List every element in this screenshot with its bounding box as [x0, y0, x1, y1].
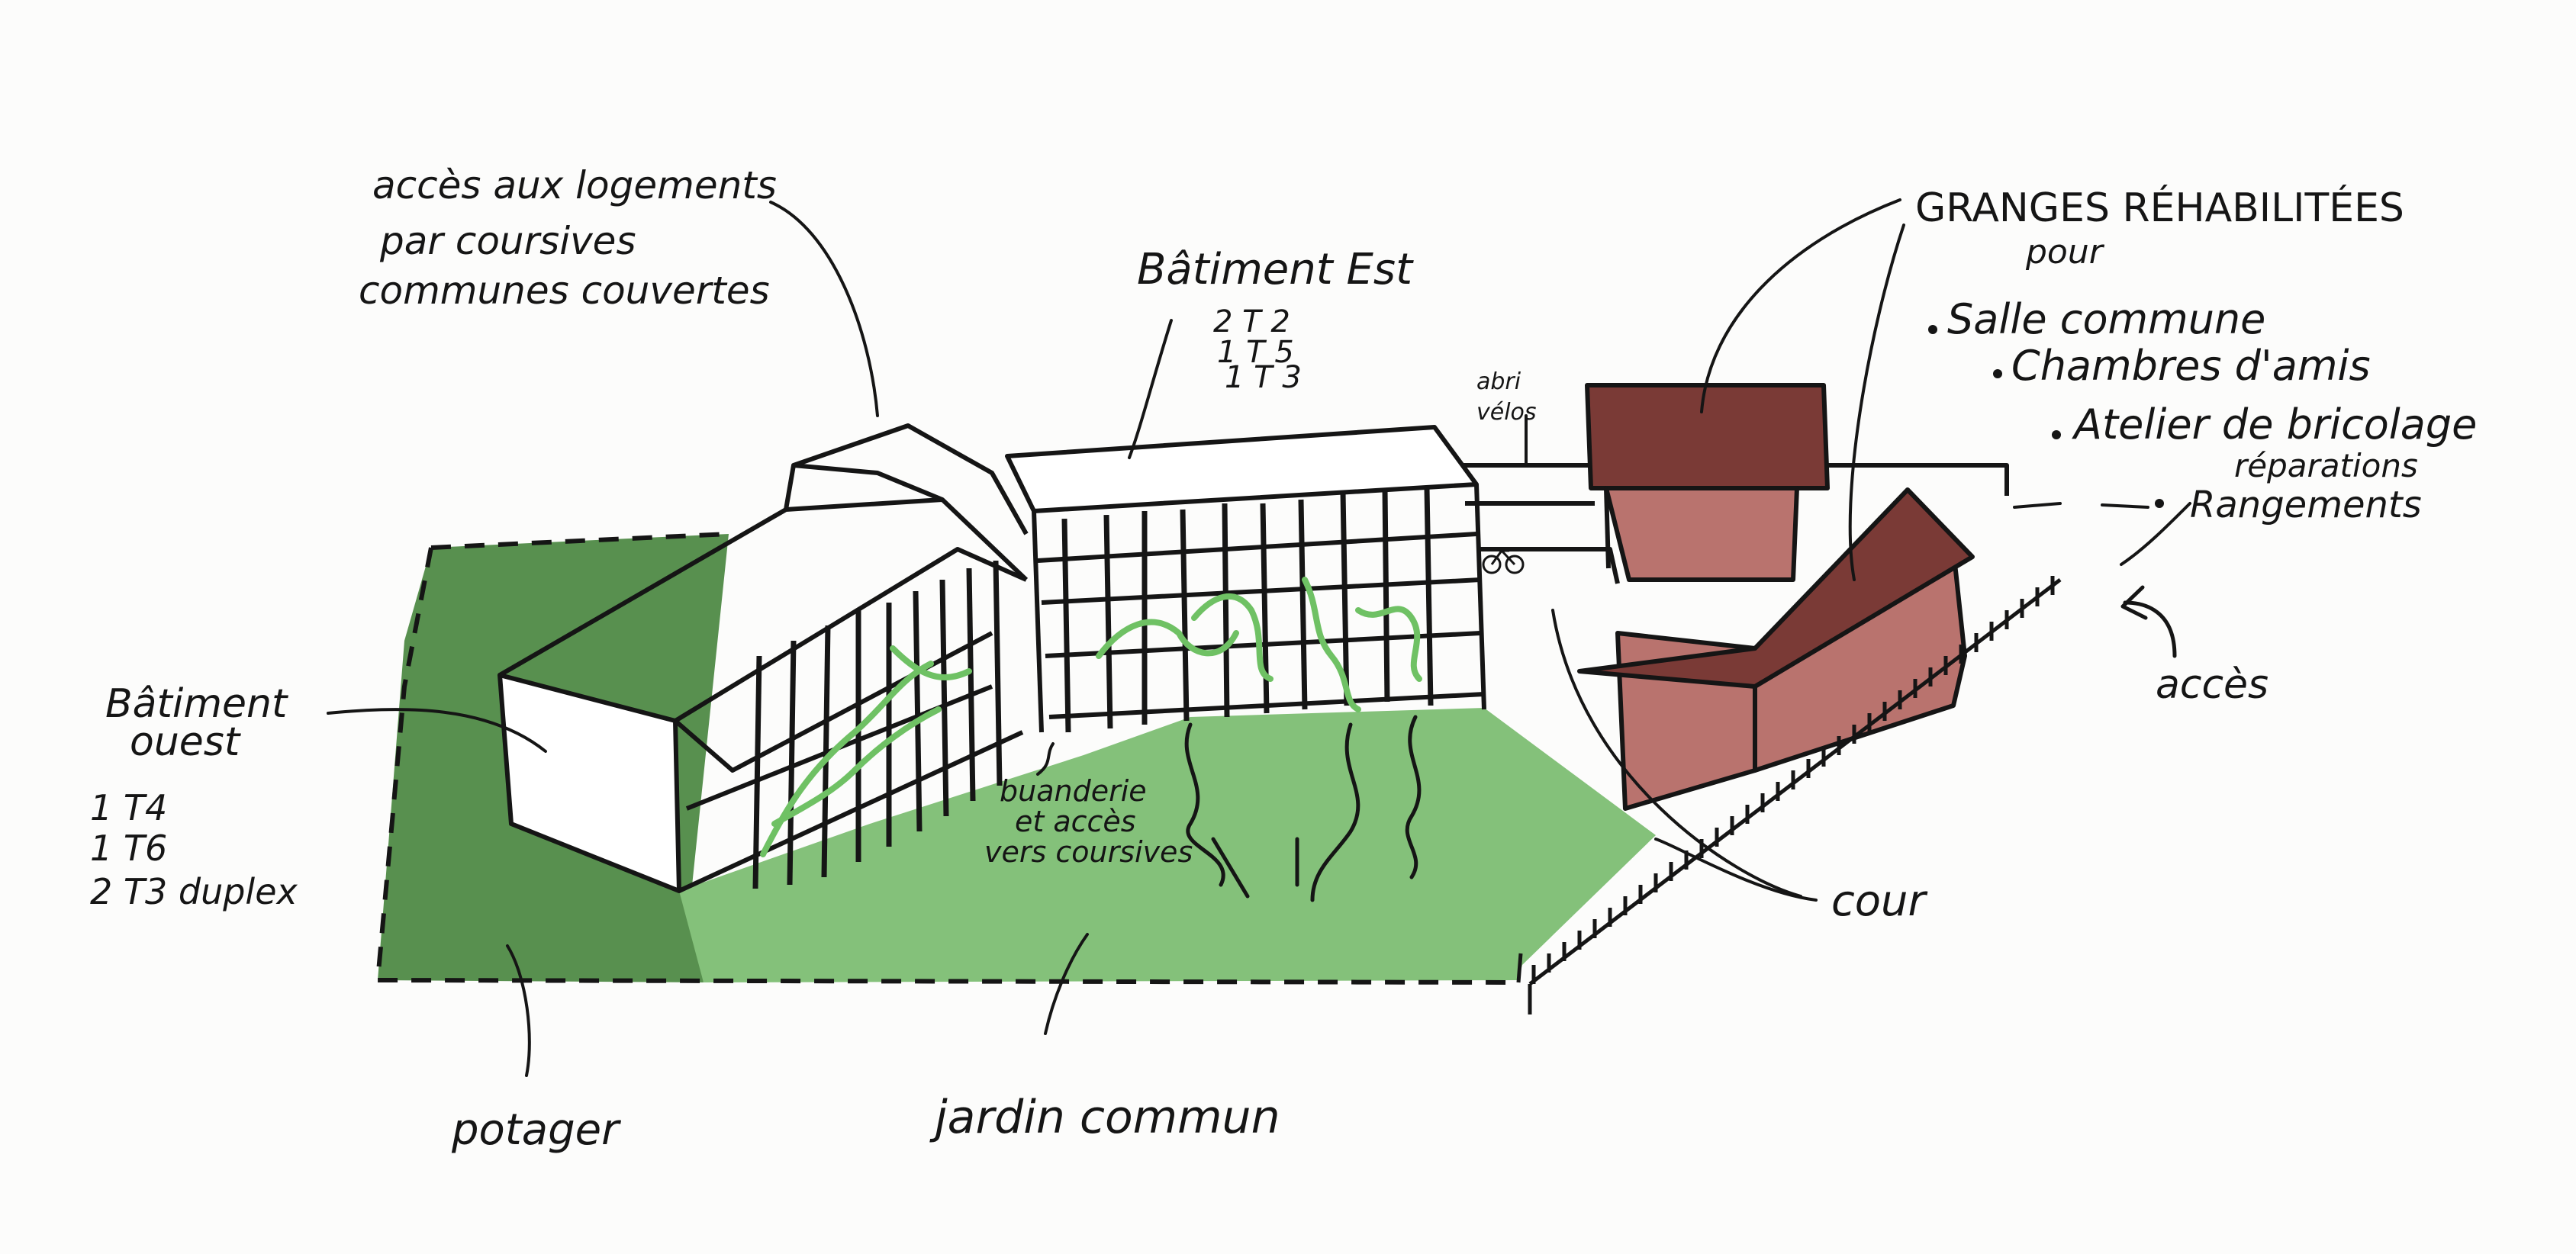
svg-text:Salle commune: Salle commune — [1947, 295, 2265, 343]
svg-text:2 T3 duplex: 2 T3 duplex — [90, 871, 298, 912]
svg-text:1 T 3: 1 T 3 — [1225, 360, 1302, 395]
batiment-ouest — [497, 423, 1029, 893]
svg-text:pour: pour — [2025, 233, 2105, 272]
label-batiment-ouest: Bâtiment ouest 1 T4 1 T6 2 T3 duplex — [90, 681, 298, 912]
svg-text:vélos: vélos — [1476, 399, 1537, 426]
svg-text:accès aux logements: accès aux logements — [372, 163, 777, 207]
access-arrow — [2120, 585, 2177, 658]
svg-text:1 T6: 1 T6 — [90, 828, 167, 869]
leader-lines — [327, 198, 2191, 1077]
label-acces: accès — [2156, 662, 2268, 708]
svg-text:vers coursives: vers coursives — [984, 835, 1193, 869]
label-batiment-est: Bâtiment Est 2 T 2 1 T 5 1 T 3 — [1137, 245, 1414, 395]
svg-text:communes couvertes: communes couvertes — [359, 268, 770, 313]
plot-boundary — [375, 532, 1519, 985]
label-cour: cour — [1831, 876, 1928, 926]
svg-text:abri: abri — [1476, 368, 1521, 395]
svg-text:Bâtiment: Bâtiment — [105, 681, 288, 727]
svg-text:Bâtiment Est: Bâtiment Est — [1137, 245, 1414, 294]
svg-text:GRANGES RÉHABILITÉES: GRANGES RÉHABILITÉES — [1915, 185, 2404, 231]
label-acces-logements: accès aux logements par coursives commun… — [359, 163, 777, 313]
svg-text:cour: cour — [1831, 876, 1928, 926]
batiment-est — [1005, 425, 2009, 733]
grange-nord — [1585, 383, 1830, 582]
svg-text:2 T 2: 2 T 2 — [1213, 304, 1290, 339]
grange-sud — [1577, 487, 1975, 811]
jardin-commun-area — [679, 708, 1656, 982]
bicycle-icon — [1482, 548, 1525, 574]
bullets — [1928, 325, 2164, 508]
svg-text:potager: potager — [451, 1105, 621, 1155]
label-jardin-commun: jardin commun — [929, 1091, 1280, 1144]
svg-text:ouest: ouest — [130, 719, 241, 765]
svg-text:accès: accès — [2156, 662, 2268, 708]
svg-text:réparations: réparations — [2234, 447, 2418, 484]
svg-text:par coursives: par coursives — [379, 219, 636, 263]
svg-text:jardin commun: jardin commun — [929, 1091, 1280, 1144]
svg-text:buanderie: buanderie — [1000, 774, 1147, 808]
svg-text:et accès: et accès — [1015, 805, 1136, 838]
label-buanderie: buanderie et accès vers coursives — [984, 774, 1193, 869]
climbing-vines — [760, 577, 1422, 857]
label-abri-velos: abri vélos — [1476, 368, 1537, 426]
svg-text:Chambres d'amis: Chambres d'amis — [2011, 342, 2371, 390]
vine-stems — [1184, 715, 1422, 902]
svg-text:1 T 5: 1 T 5 — [1217, 335, 1294, 370]
svg-text:Atelier de bricolage: Atelier de bricolage — [2072, 400, 2477, 449]
fence — [1516, 576, 2062, 1014]
svg-text:1 T4: 1 T4 — [90, 787, 167, 828]
label-potager: potager — [451, 1105, 621, 1155]
label-granges: GRANGES RÉHABILITÉES pour Salle commune … — [1915, 185, 2477, 526]
svg-text:Rangements: Rangements — [2190, 484, 2422, 526]
